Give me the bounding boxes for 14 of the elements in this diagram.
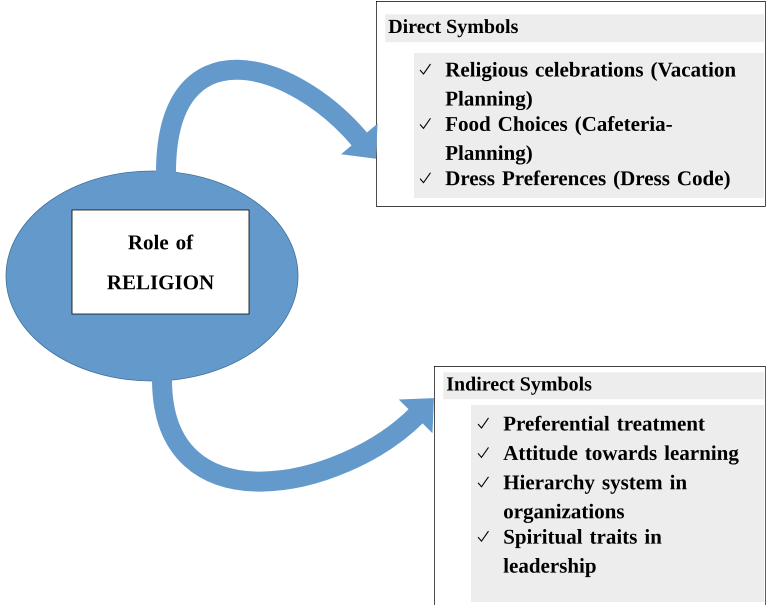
list-item: Attitude towards learning — [478, 445, 739, 465]
curved-arrow — [156, 60, 378, 174]
symbol-box — [376, 1, 766, 207]
list-item: Hierarchy system in organizations — [478, 474, 687, 523]
heading: Indirect Symbols — [443, 372, 764, 400]
list-item: Spiritual traits in leadership — [478, 529, 662, 578]
text-box: Role of RELIGION — [72, 210, 250, 314]
heading: Direct Symbols — [385, 14, 764, 42]
list-item: Dress Preferences (Dress Code) — [420, 170, 730, 190]
symbol-box — [434, 366, 766, 605]
curved-arrow — [152, 378, 434, 492]
list-item: Preferential treatment — [478, 416, 705, 431]
list-item: Religious celebrations (Vacation Planning) — [420, 62, 736, 110]
list-item: Food Choices (Cafeteria-Planning) — [420, 116, 672, 164]
